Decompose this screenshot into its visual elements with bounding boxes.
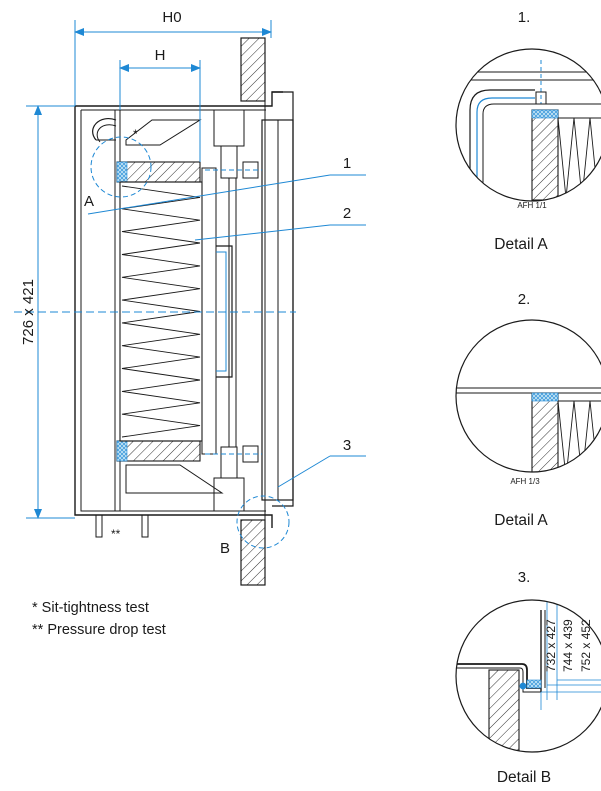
detail-ref-b: B [220,540,230,557]
detail-3-dim-3: 752 x 452 [579,619,593,672]
detail-1: 1. AFH 1/1 Detail A [455,9,601,253]
note-sit-tightness: * Sit-tightness test [32,600,149,616]
detail-b-marker [236,495,290,549]
wall-upper [240,37,266,102]
callout-1: 1 [343,155,351,172]
detail-3: 3. 732 x 427 744 x 439 752 x 452 Detail … [455,569,601,786]
detail-3-dim-2: 744 x 439 [561,619,575,672]
test-nozzle-1 [95,514,103,538]
dim-h-label: H [155,47,166,64]
main-view: H0 H 726 x 421 1 2 3 A B * ** [14,9,366,586]
detail-2-caption: Detail A [494,512,548,529]
detail-3-dim-1: 732 x 427 [544,619,558,672]
note-pressure-drop: ** Pressure drop test [32,622,166,638]
detail-3-number: 3. [518,569,531,586]
lower-gasket-bar [116,440,201,462]
wall-lower [240,519,266,586]
detail-1-caption: Detail A [494,236,548,253]
detail-2: 2. AFH 1/3 Detail A [455,291,601,529]
dim-h0-label: H0 [162,9,181,26]
detail-ref-a: A [84,193,94,210]
detail-2-number: 2. [518,291,531,308]
detail-2-code: AFH 1/3 [510,477,540,486]
detail-a-marker [90,136,152,198]
callout-2: 2 [343,205,351,222]
mark-single: * [133,127,138,141]
mark-double: ** [111,527,121,541]
detail-1-code: AFH 1/1 [517,201,547,210]
callout-3: 3 [343,437,351,454]
upper-gasket-bar [116,161,201,183]
housing-outline [74,91,283,528]
detail-3-caption: Detail B [497,769,551,786]
detail-1-number: 1. [518,9,531,26]
test-nozzle-2 [141,514,149,538]
dim-size-label: 726 x 421 [20,279,37,345]
